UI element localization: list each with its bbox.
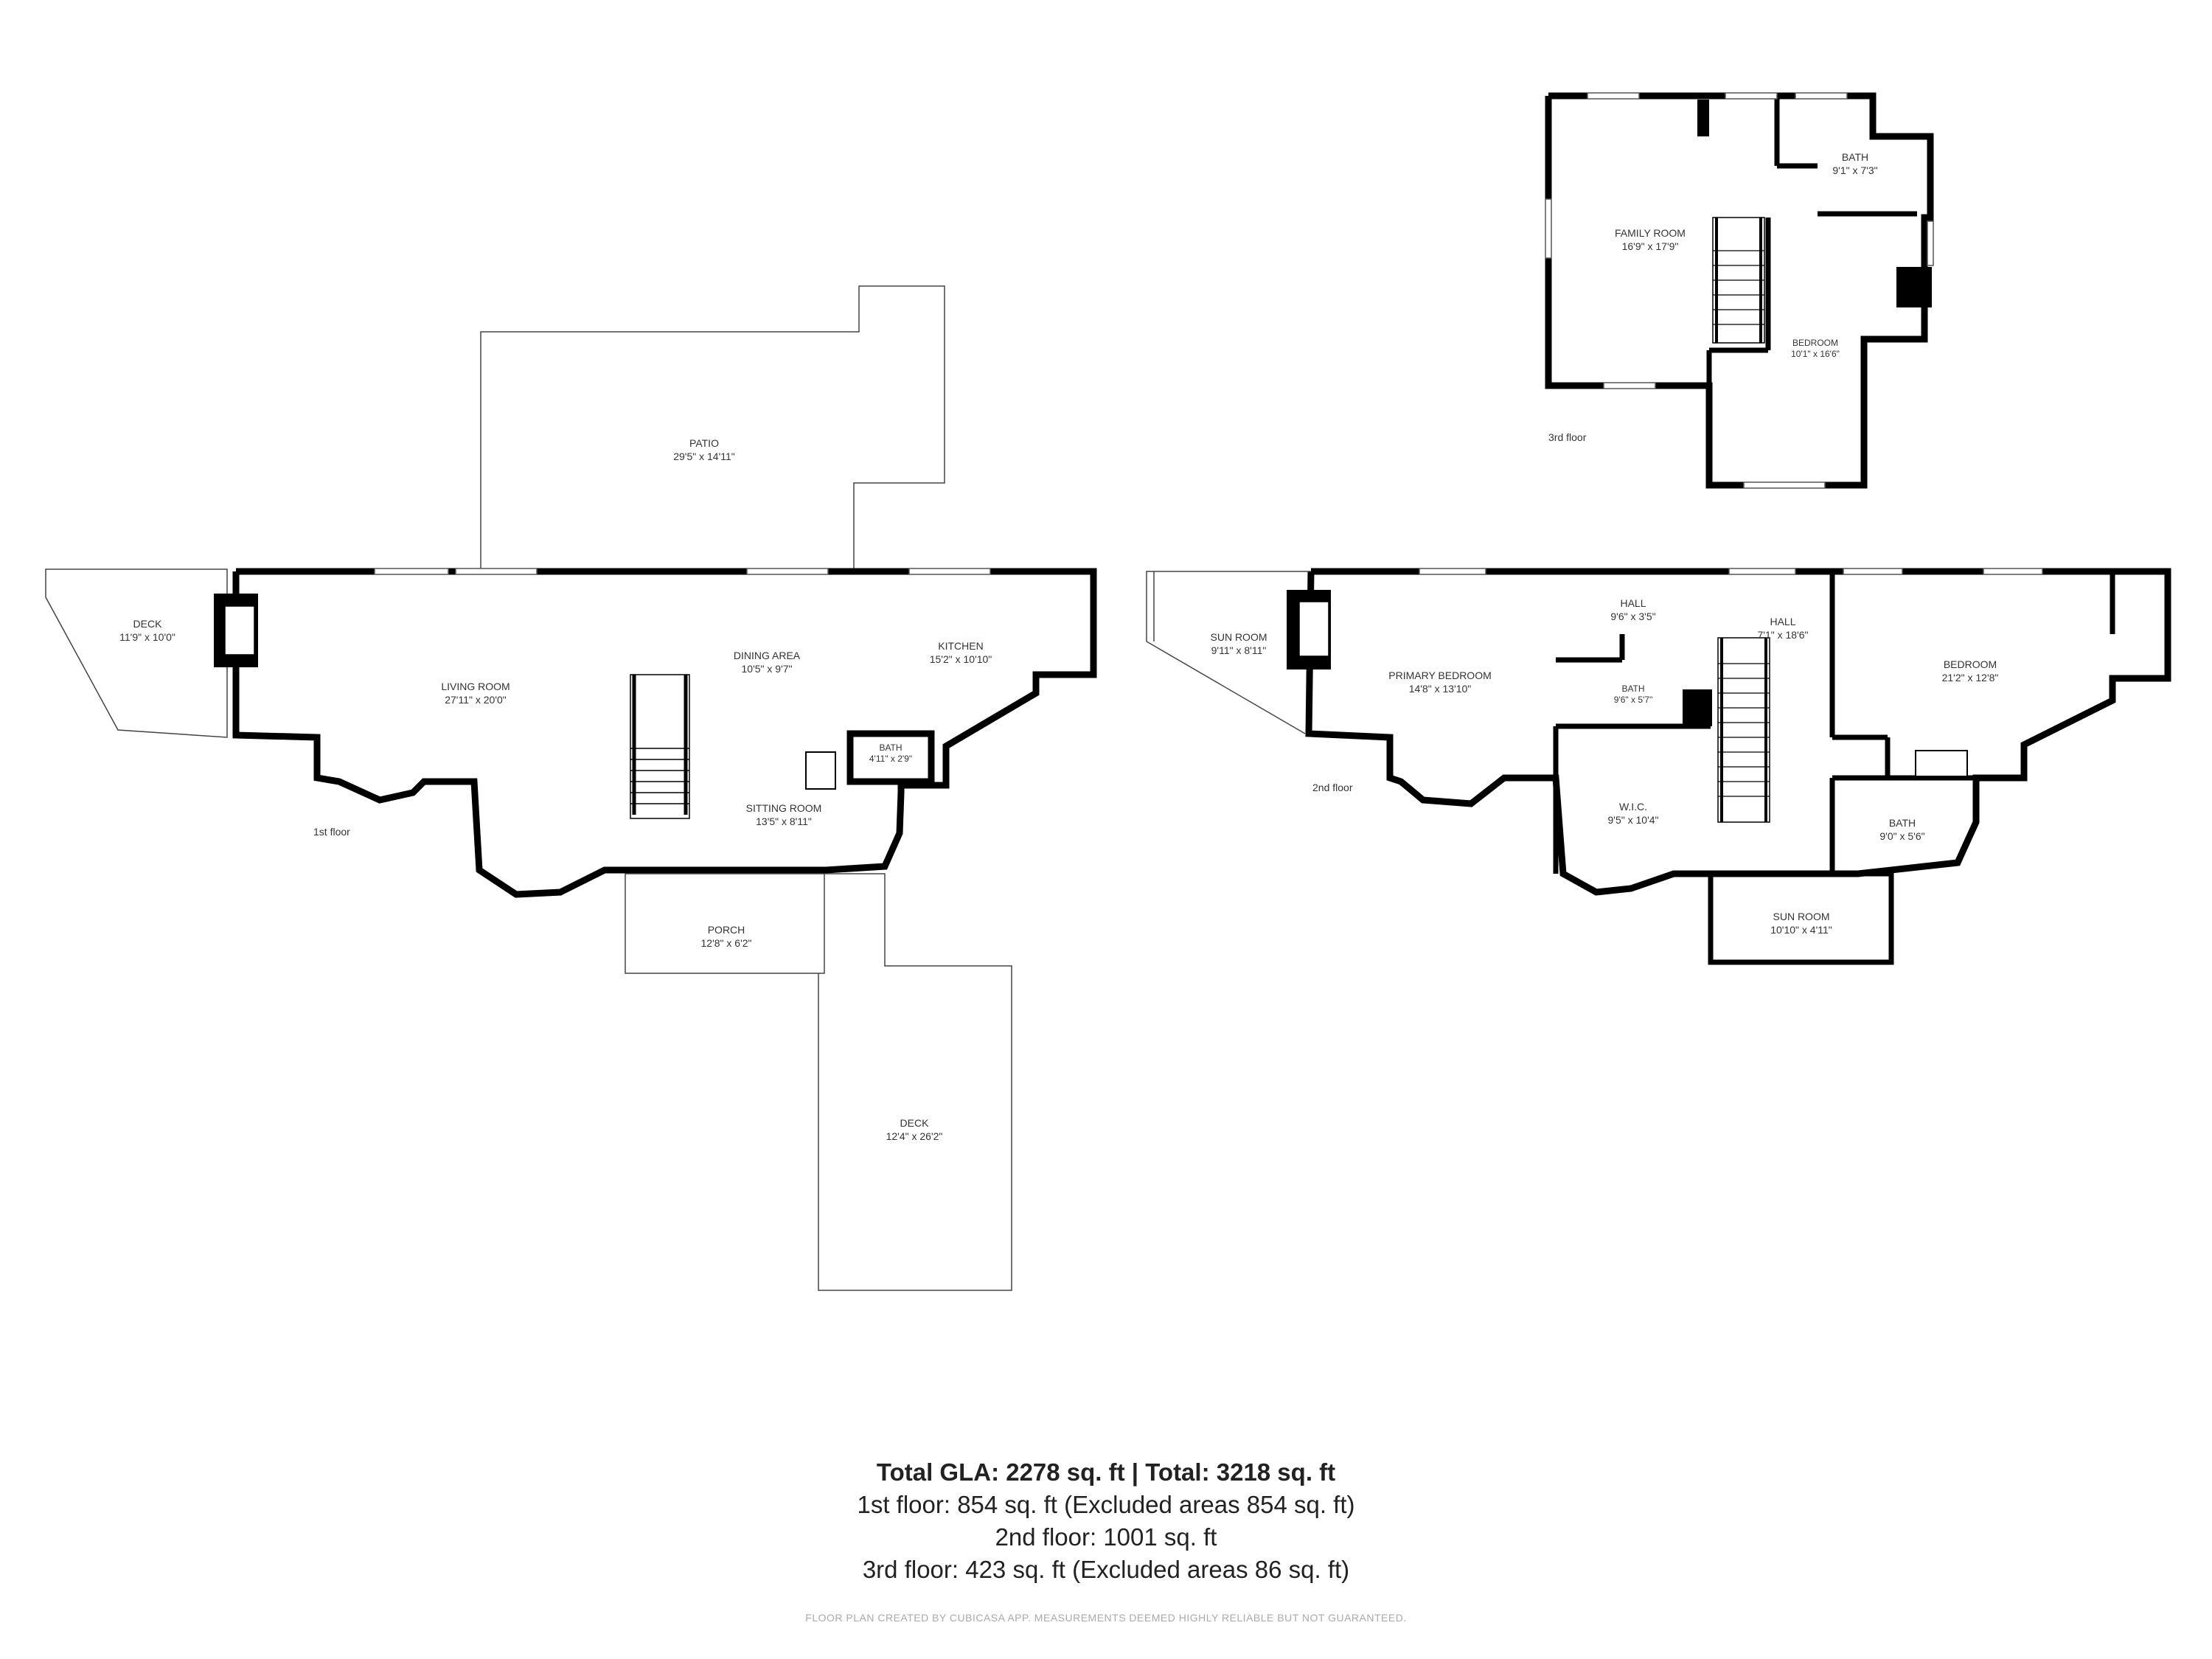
- third-floor-stairs: [1712, 217, 1765, 344]
- room-label-wic: W.I.C.9'5" x 10'4": [1607, 801, 1659, 826]
- porch-outline: [625, 873, 825, 974]
- second-floor-plan: [1146, 568, 2171, 965]
- first-floor-area: 1st floor: 854 sq. ft (Excluded areas 85…: [857, 1491, 1355, 1518]
- third-floor-area: 3rd floor: 423 sq. ft (Excluded areas 86…: [862, 1556, 1350, 1583]
- patio-outline: [480, 285, 945, 571]
- first-floor-bath-wall: [846, 730, 935, 785]
- second-floor-stairs: [1717, 637, 1770, 823]
- floor-label-second: 2nd floor: [1312, 782, 1353, 793]
- area-summary: Total GLA: 2278 sq. ft | Total: 3218 sq.…: [0, 1456, 2212, 1586]
- first-floor-stairs: [630, 674, 690, 819]
- first-floor-plan: [45, 285, 1097, 1291]
- deck-south-outline: [818, 873, 1012, 1291]
- floor-label-first: 1st floor: [313, 826, 350, 838]
- floor-label-third: 3rd floor: [1548, 431, 1587, 443]
- second-floor-wall: [1305, 568, 2171, 896]
- second-floor-area: 2nd floor: 1001 sq. ft: [995, 1523, 1217, 1551]
- third-floor-plan: [1545, 92, 1934, 489]
- disclaimer-footer: FLOOR PLAN CREATED BY CUBICASA APP. MEAS…: [805, 1612, 1407, 1624]
- first-floor-wall: [232, 568, 1097, 898]
- sun-room-south-outline: [1708, 871, 1894, 965]
- sun-room-west-outline: [1146, 571, 1311, 734]
- deck-west-outline: [45, 568, 228, 738]
- total-area: Total GLA: 2278 sq. ft | Total: 3218 sq.…: [876, 1458, 1336, 1486]
